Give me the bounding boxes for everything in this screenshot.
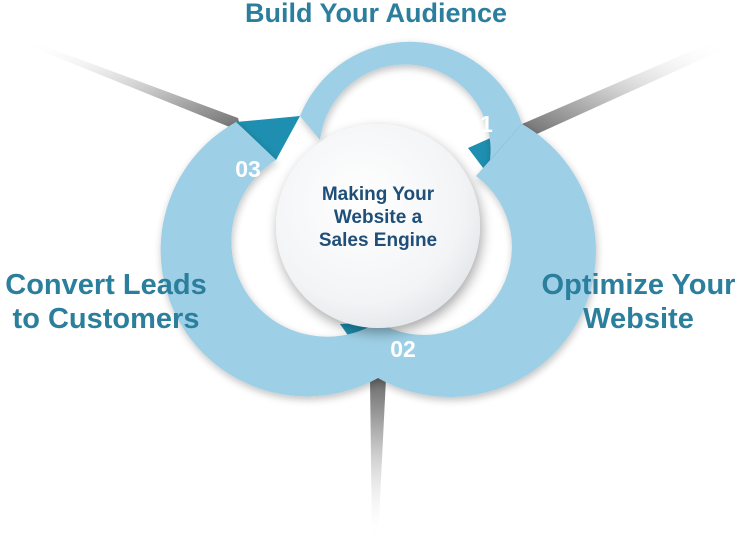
center-text-line-2: Website a — [334, 207, 423, 228]
label-line: to Customers — [12, 303, 200, 336]
ring-segment-01 — [300, 41, 522, 160]
arm-right — [522, 42, 722, 138]
center-text-line-1: Making Your — [322, 184, 435, 205]
ring-segment-03 — [160, 122, 378, 397]
label-line: Optimize Your — [541, 269, 736, 301]
segment-label-optimize-website: Optimize Your Website — [530, 268, 747, 336]
label-line: Website — [583, 303, 694, 336]
segment-label-build-audience: Build Your Audience — [0, 0, 747, 30]
center-text-line-3: Sales Engine — [319, 230, 437, 251]
fold-tab-03 — [236, 116, 300, 160]
segment-label-convert-leads: Convert Leads to Customers — [0, 268, 212, 336]
segment-number-03: 03 — [235, 156, 261, 182]
segment-number-01: 01 — [467, 111, 493, 137]
arm-left — [28, 40, 242, 132]
segment-number-02: 02 — [390, 336, 416, 362]
label-line: Build Your Audience — [244, 0, 508, 28]
arm-down — [370, 378, 386, 540]
fold-tab-01 — [468, 124, 522, 185]
center-circle — [276, 124, 480, 328]
ring-segment-02 — [378, 124, 596, 397]
label-line: Convert Leads — [5, 269, 207, 301]
